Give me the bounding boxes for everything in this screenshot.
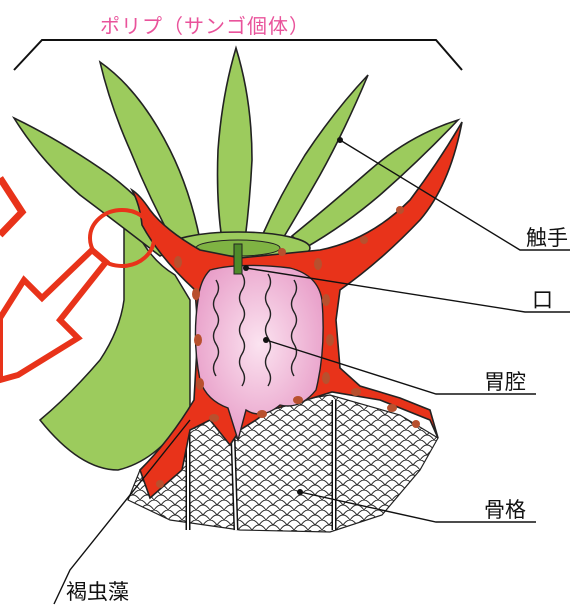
label-mouth: 口 [532, 284, 553, 314]
diagram-title: ポリプ（サンゴ個体） [100, 10, 380, 34]
label-zooxanthellae: 褐虫藻 [66, 576, 129, 606]
red-arrow-upper [0, 178, 22, 235]
label-skeleton: 骨格 [484, 494, 526, 524]
label-tentacle: 触手 [526, 222, 568, 252]
label-gastric-cavity: 胃腔 [484, 366, 526, 396]
mouth [234, 244, 242, 274]
red-arrow-lower [0, 250, 106, 380]
